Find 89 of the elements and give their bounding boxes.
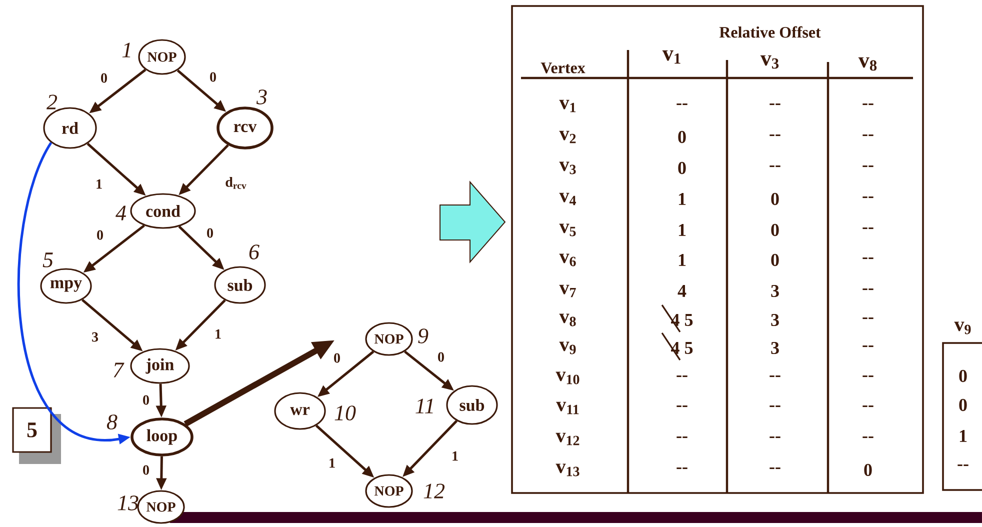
vertex-number: 6	[249, 244, 260, 260]
edge-label: 0	[143, 395, 149, 405]
edge-label: 3	[92, 332, 98, 342]
edge-label: 0	[438, 352, 444, 362]
table-cell: --	[862, 228, 874, 230]
table-cell: 3	[771, 342, 779, 354]
table-cell: v$_{13}$	[556, 464, 580, 476]
table-cell: --	[862, 166, 874, 168]
table-cell: v$_{6}$	[559, 254, 576, 266]
table-cell: 1	[678, 224, 686, 236]
column-heading: v$_{3}$	[760, 55, 779, 69]
table-cell: v$_{5}$	[559, 224, 576, 236]
table-cell: --	[862, 258, 874, 260]
vertex-number: 7	[114, 362, 124, 378]
table-cell: 4	[678, 285, 686, 297]
vertex-number: 13	[118, 496, 138, 510]
table-cell: --	[770, 436, 780, 438]
vertex-number: 4	[116, 206, 126, 220]
table-cell: 1	[960, 430, 967, 442]
table-cell: --	[862, 134, 874, 136]
table-cell: --	[676, 468, 688, 470]
vertex-number: 2	[46, 94, 58, 110]
table-cell: v$_{1}$	[559, 100, 576, 112]
column-heading: Vertex	[540, 62, 586, 74]
table-cell: 0	[771, 192, 779, 206]
table-cell: --	[770, 468, 780, 470]
table-cell: 0	[771, 224, 779, 236]
vertex-number: 1	[122, 42, 130, 58]
table-cell: --	[770, 376, 780, 378]
table-cell: --	[676, 104, 688, 106]
table-cell: --	[862, 346, 874, 348]
table-cell: 3	[771, 284, 779, 298]
edge-label: 0	[207, 228, 213, 238]
vertex-number: 11	[416, 398, 433, 414]
table-cell: --	[862, 196, 874, 198]
table-cell: v$_{9}$	[559, 342, 576, 354]
edge-label: 1	[96, 179, 102, 189]
table-cell: --	[676, 436, 688, 438]
vertex-number: 3	[256, 90, 267, 104]
column-heading: v$_{1}$	[662, 50, 680, 64]
table-cell: v$_{11}$	[556, 402, 579, 414]
table-cell: --	[862, 318, 874, 320]
table-cell: v$_{3}$	[559, 162, 576, 174]
table-cell: v$_{7}$	[559, 284, 576, 298]
table-cell: --	[770, 104, 780, 106]
edge-label: 0	[97, 230, 103, 240]
column-heading: v$_{8}$	[858, 57, 877, 71]
table-cell: 1	[678, 254, 686, 266]
table-cell: 0	[959, 398, 967, 412]
column-heading: v$_{9}$	[954, 322, 971, 334]
edge-label: d$_{rcv}$	[226, 177, 246, 189]
edge-label: 0	[143, 465, 149, 475]
table-cell: --	[862, 104, 874, 106]
table-cell: v$_{2}$	[559, 130, 576, 144]
table-cell: v$_{12}$	[556, 432, 580, 446]
edge-label: 0	[101, 73, 107, 83]
table-cell: 0	[864, 464, 872, 476]
table-cell: --	[676, 376, 688, 378]
number-box: 5	[12, 407, 52, 453]
table-cell: 0	[771, 254, 779, 266]
table-cell: --	[770, 406, 780, 408]
table-cell: --	[862, 406, 874, 408]
table-cell: 3	[771, 314, 779, 326]
node-label: NOP	[146, 502, 176, 512]
table-heading: Relative Offset	[719, 26, 821, 38]
edge-label: 1	[452, 451, 458, 461]
table-cell: --	[770, 134, 780, 136]
edge-label: 1	[216, 329, 221, 339]
vertex-number: 12	[424, 484, 445, 498]
table-cell: v$_{10}$	[556, 372, 580, 384]
edge-label: 1	[330, 458, 335, 468]
table-cell: 1	[678, 193, 686, 205]
vertex-number: 10	[334, 406, 356, 420]
vertex-number: 5	[42, 252, 53, 268]
table-cell: --	[862, 436, 874, 438]
table-cell: 0	[678, 162, 686, 174]
table-cell: --	[958, 464, 968, 466]
vertex-number: 8	[106, 414, 118, 430]
vertex-number: 9	[418, 328, 428, 344]
table-cell: 0	[959, 370, 967, 382]
table-cell: --	[862, 288, 874, 290]
table-cell: v$_{4}$	[559, 192, 576, 206]
table-cell: 0	[678, 130, 686, 144]
table-cell: v$_{8}$	[559, 314, 576, 326]
table-cell: --	[862, 376, 874, 378]
edge-label: 0	[210, 72, 216, 82]
table-cell: --	[770, 166, 780, 168]
edge-label: 0	[334, 353, 340, 363]
table-cell: --	[676, 406, 688, 408]
